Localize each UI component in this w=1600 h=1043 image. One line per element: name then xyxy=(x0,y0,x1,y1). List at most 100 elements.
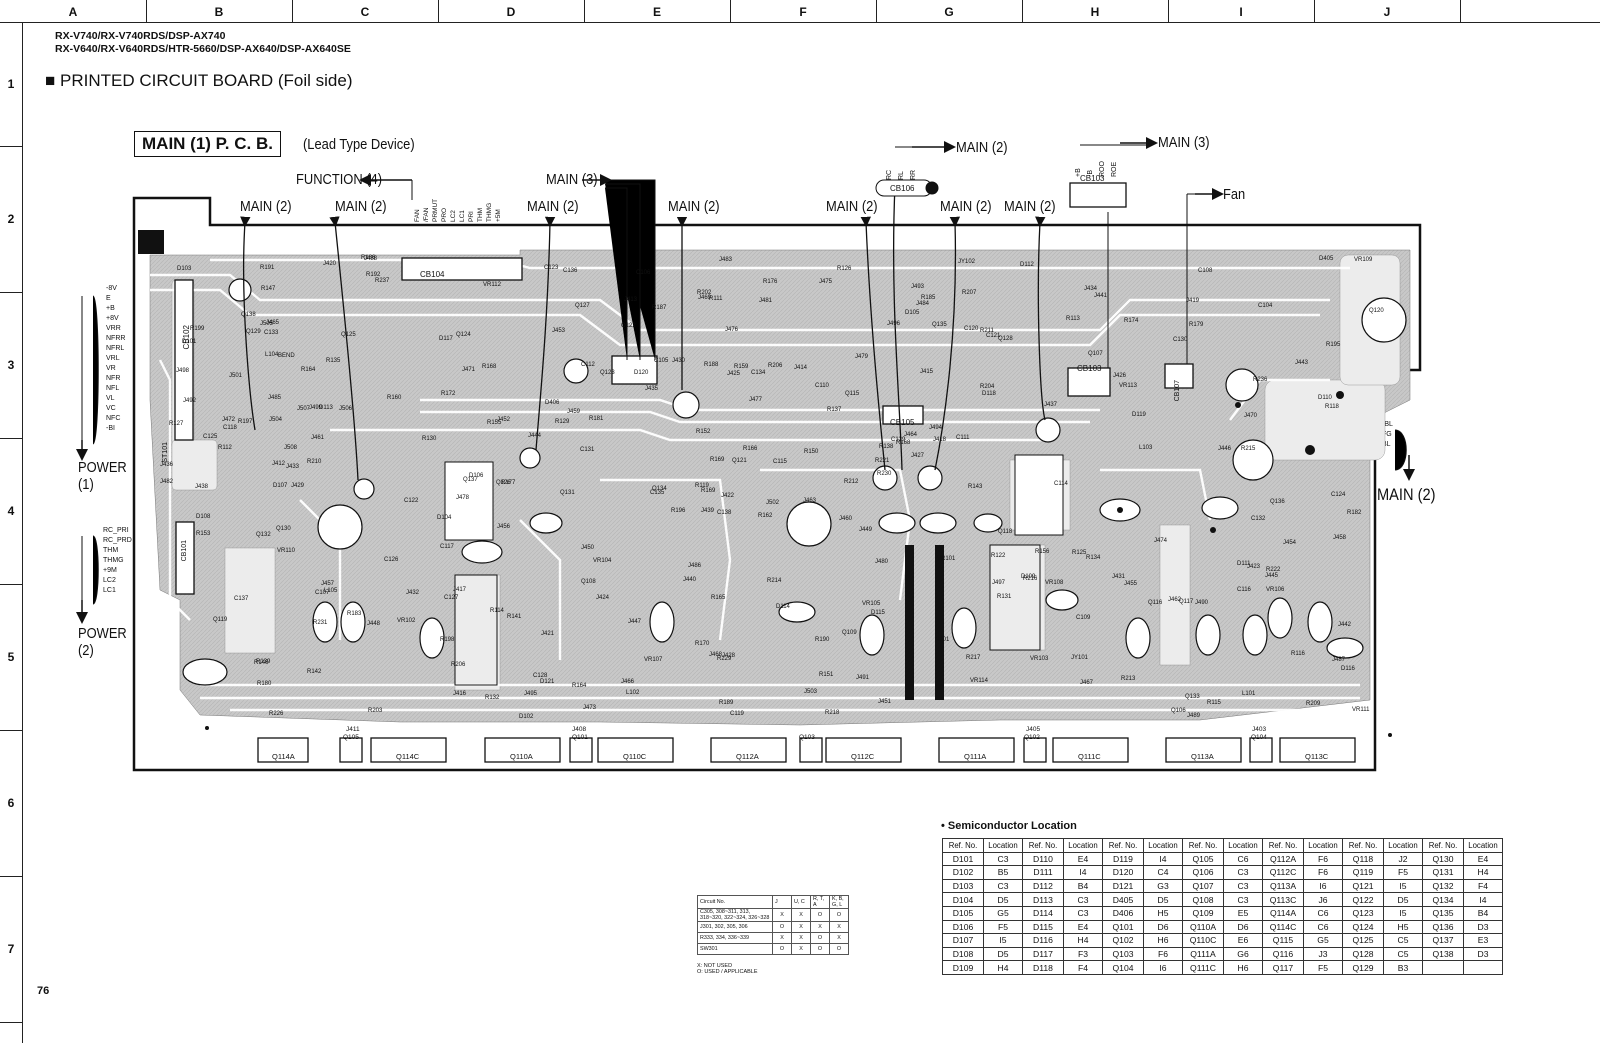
semi-cell: F4 xyxy=(1063,960,1103,975)
row-sidebar xyxy=(0,22,23,1043)
small-transistor-label: J405 xyxy=(1026,726,1041,733)
main2-label-1: MAIN (2) xyxy=(240,198,292,215)
semi-cell: Q124 xyxy=(1342,919,1384,935)
semi-cell: Q112C xyxy=(1262,865,1304,880)
component-label: R217 xyxy=(966,655,981,661)
component-label: J486 xyxy=(688,563,702,569)
left-pin: NFC xyxy=(106,415,121,422)
semi-cell: D111 xyxy=(1022,865,1064,880)
component-label: R187 xyxy=(652,305,667,311)
semi-cell: Q134 xyxy=(1422,892,1464,907)
component-label: J444 xyxy=(528,433,542,439)
component-label: R201 xyxy=(935,637,950,643)
semi-cell: D121 xyxy=(1102,878,1144,894)
component-label: J443 xyxy=(1295,360,1309,366)
grid-col-I: I xyxy=(1239,5,1243,19)
transistor-label: Q114A xyxy=(272,752,295,761)
semi-cell: D116 xyxy=(1022,933,1064,948)
semi-cell: Q104 xyxy=(1102,960,1144,975)
semi-cell: I4 xyxy=(1463,892,1503,907)
component-label: J498 xyxy=(176,368,190,374)
component-label: VR111 xyxy=(1352,707,1370,713)
semi-cell: D5 xyxy=(1143,892,1183,907)
component-label: R211 xyxy=(980,328,994,334)
semi-cell: D3 xyxy=(1463,946,1503,962)
semi-cell: C3 xyxy=(1223,892,1263,907)
component-label: J459 xyxy=(567,409,581,415)
grid-col-B: B xyxy=(214,5,224,19)
semi-cell: Q103 xyxy=(1102,946,1144,962)
semi-cell: Q113A xyxy=(1262,878,1304,894)
semi-cell: Q115 xyxy=(1262,933,1304,948)
component-label: R196 xyxy=(671,508,686,514)
component-label: J434 xyxy=(1084,286,1098,292)
component-label: J499 xyxy=(309,405,323,411)
component-label: J477 xyxy=(749,397,763,403)
component-label: J502 xyxy=(766,500,780,506)
left-pin: NFRR xyxy=(106,335,126,342)
component-label: J462 xyxy=(1168,597,1182,603)
component-label: Q130 xyxy=(276,526,291,532)
left-pin: VL xyxy=(106,395,115,402)
transistor-label: Q110A xyxy=(510,752,533,761)
left-pin: +B xyxy=(106,305,115,312)
component-label: J504 xyxy=(269,417,283,423)
component-label: VR109 xyxy=(1354,257,1373,263)
circuit-cell: SW301 xyxy=(697,943,773,955)
component-label: J455 xyxy=(1124,581,1138,587)
component-label: Q117 xyxy=(1179,599,1194,605)
component-label: J485 xyxy=(268,395,282,401)
component-label: C131 xyxy=(580,447,595,453)
semi-cell: C3 xyxy=(1063,905,1103,921)
component-label: R170 xyxy=(695,641,710,647)
component-label: J491 xyxy=(856,675,870,681)
semi-cell: Q114C xyxy=(1262,919,1304,935)
transistor-label: Q112C xyxy=(851,752,875,761)
component-label: R162 xyxy=(758,513,773,519)
component-label: R180 xyxy=(257,681,272,687)
circuit-header-cell: U, C xyxy=(791,895,811,909)
grid-row-divider xyxy=(0,584,22,585)
component-label: J480 xyxy=(875,559,889,565)
component-label: J471 xyxy=(462,367,476,373)
circuit-cell: X xyxy=(791,908,811,922)
semi-cell: D5 xyxy=(983,892,1023,907)
component-label: Q122 xyxy=(621,323,636,329)
component-label: C106 xyxy=(636,270,651,276)
semi-cell: H6 xyxy=(1143,933,1183,948)
grid-row-1: 1 xyxy=(7,77,15,91)
component-label: J461 xyxy=(311,435,325,441)
component-label: J458 xyxy=(1333,535,1347,541)
component-label: J483 xyxy=(719,257,733,263)
component-label: Q135 xyxy=(932,322,947,328)
semi-header-cell: Location xyxy=(983,838,1023,853)
fan-label: Fan xyxy=(1223,186,1246,203)
component-label: R204 xyxy=(980,384,995,390)
semi-cell: D107 xyxy=(942,933,984,948)
component-label: R174 xyxy=(1124,318,1139,324)
grid-row-divider xyxy=(0,730,22,731)
component-label: C137 xyxy=(234,596,249,602)
component-label: J438 xyxy=(195,484,209,490)
grid-col-G: G xyxy=(944,5,954,19)
circuit-cell: O xyxy=(810,943,830,955)
semi-cell: Q132 xyxy=(1422,878,1464,894)
semi-title: • Semiconductor Location xyxy=(941,820,1077,832)
semi-cell: D5 xyxy=(1383,892,1423,907)
semi-cell: Q131 xyxy=(1422,865,1464,880)
component-label: J478 xyxy=(456,495,470,501)
component-label: D102 xyxy=(519,714,534,720)
component-label: VR110 xyxy=(277,548,295,554)
model-line-1: RX-V740/RX-V740RDS/DSP-AX740 xyxy=(55,30,226,42)
cb101-label: CB101 xyxy=(181,540,188,562)
cb106-label: CB106 xyxy=(890,184,915,193)
component-label: C133 xyxy=(264,330,279,336)
semi-cell: D114 xyxy=(1022,905,1064,921)
semi-header-cell: Location xyxy=(1223,838,1263,853)
component-label: R164 xyxy=(572,683,587,689)
component-label: Q132 xyxy=(256,532,271,538)
component-label: Q106 xyxy=(1171,708,1186,714)
component-label: J494 xyxy=(929,425,943,431)
